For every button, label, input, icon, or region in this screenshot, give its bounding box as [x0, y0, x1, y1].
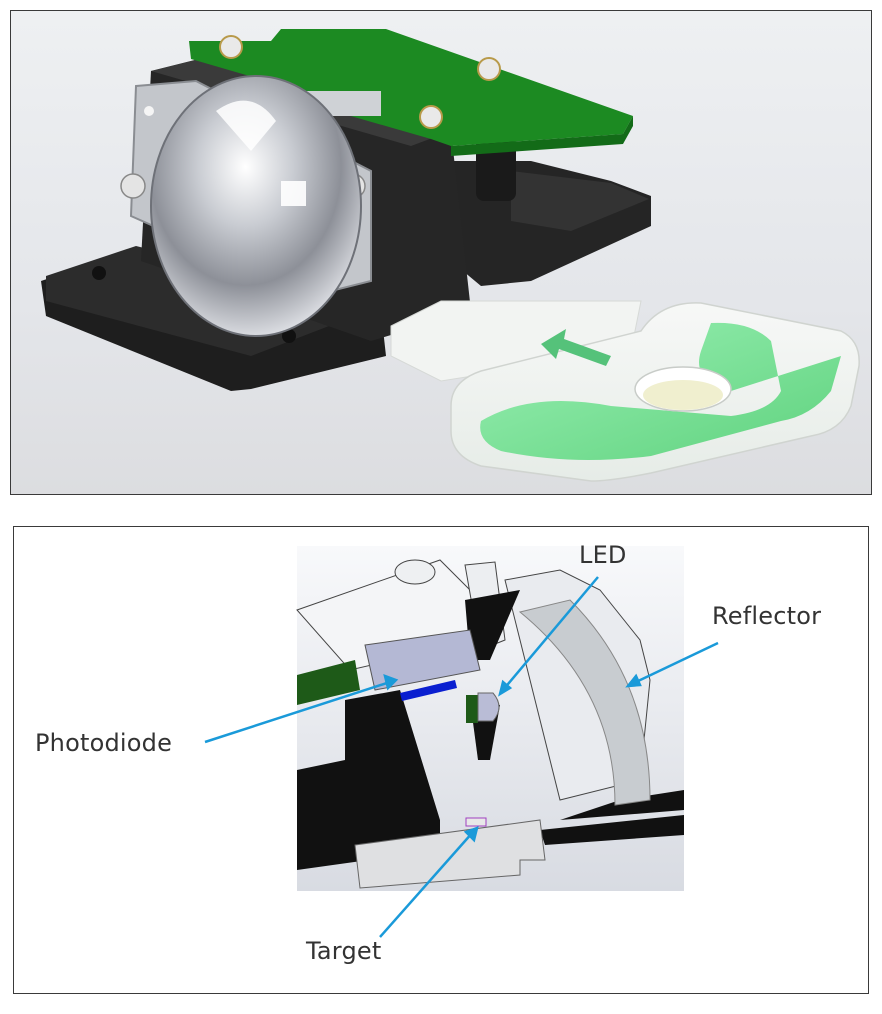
label-target: Target — [306, 937, 382, 965]
target-card — [450, 302, 860, 482]
label-led: LED — [579, 541, 627, 569]
sensor-assembly-render — [41, 29, 860, 482]
reflector-leader-line — [633, 641, 719, 685]
label-reflector: Reflector — [712, 602, 822, 630]
reflector — [518, 599, 651, 806]
photodiode-leader-line — [204, 680, 391, 744]
leader-lines — [204, 576, 719, 938]
led-board — [466, 695, 478, 723]
target-arrowhead-icon — [463, 826, 479, 843]
target-block — [354, 819, 546, 889]
led-component — [477, 692, 500, 722]
target-leader-line — [379, 831, 474, 938]
led-arrowhead-icon — [498, 679, 513, 697]
target-marking — [480, 322, 841, 460]
pcb-section — [297, 660, 360, 705]
sensor-render-panel — [10, 10, 872, 495]
direction-arrow-icon — [541, 329, 611, 366]
photodiode-arrowhead-icon — [383, 674, 399, 691]
dome-lens — [150, 75, 362, 337]
photodiode-sensor — [400, 680, 457, 701]
housing-section — [297, 590, 684, 870]
label-photodiode: Photodiode — [35, 729, 173, 757]
target-spot — [465, 817, 487, 827]
led-leader-line — [502, 576, 599, 691]
pcb-board — [189, 29, 633, 156]
photodiode-body — [364, 629, 481, 691]
reflector-arrowhead-icon — [625, 673, 642, 688]
